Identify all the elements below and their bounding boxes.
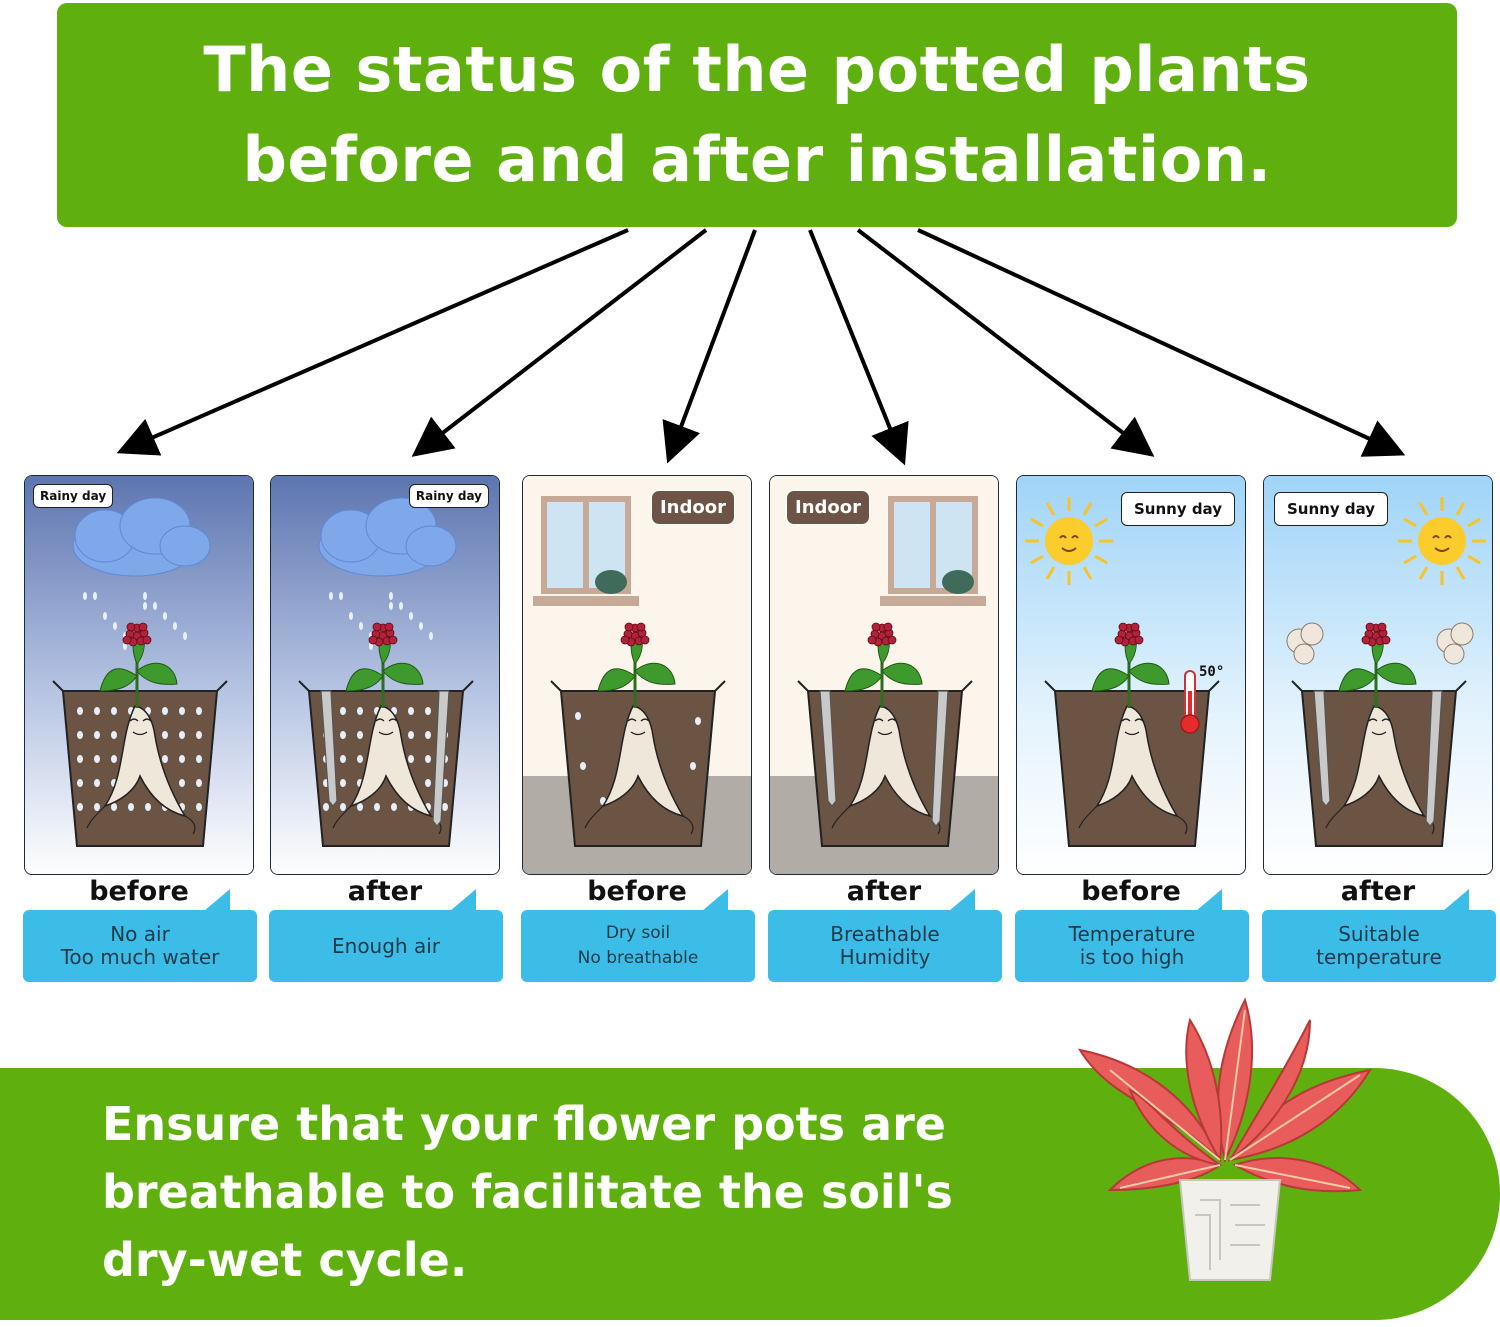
panel-scene <box>25 476 253 874</box>
caption-line: Breathable <box>830 922 940 946</box>
berries-icon <box>867 622 897 647</box>
ginseng-root-icon <box>584 705 694 835</box>
footer-text: Ensure that your flower pots are breatha… <box>102 1090 953 1294</box>
ginseng-root-icon <box>831 705 941 835</box>
plant-leaves-icon <box>1091 625 1170 708</box>
plant-leaves-icon <box>844 625 923 708</box>
state-label: before <box>89 876 189 907</box>
arrow-3 <box>662 229 757 464</box>
scene-panel: Indoor <box>769 475 999 875</box>
caption-bubble: Enough air <box>269 910 503 982</box>
potted-plant-icon <box>1077 997 1373 1281</box>
caption-line: Suitable <box>1338 922 1420 946</box>
window-icon <box>533 496 639 606</box>
panel-scene <box>1264 476 1492 874</box>
window-icon <box>880 496 986 606</box>
footer-line-3: dry-wet cycle. <box>102 1233 468 1287</box>
state-label: after <box>846 876 922 907</box>
plant-leaves-icon <box>1338 625 1417 708</box>
caption-line: temperature <box>1316 945 1442 969</box>
ginseng-root-icon <box>332 705 442 835</box>
scene-tag: Sunny day <box>1120 492 1235 526</box>
ginseng-root-icon <box>1078 705 1188 835</box>
rain-cloud-icon <box>318 497 457 577</box>
caption-line: No air <box>110 922 170 946</box>
pointer-arrows <box>116 228 1406 466</box>
plant-leaves-icon <box>597 625 676 708</box>
bubble-tail <box>1443 889 1469 911</box>
caption-line: No breathable <box>577 948 699 968</box>
caption-bubble: Dry soil No breathable <box>521 910 755 982</box>
plant-leaves-icon <box>99 625 178 708</box>
caption-line: Temperature <box>1068 922 1196 946</box>
caption-line: Too much water <box>60 945 220 969</box>
watering-stakes-icon <box>320 690 450 827</box>
state-label: before <box>587 876 687 907</box>
arrow-5 <box>856 228 1155 457</box>
scene-tag: Rainy day <box>33 484 114 508</box>
panel-scene <box>523 476 751 874</box>
thermometer-icon <box>1180 670 1200 734</box>
caption-line: Humidity <box>839 945 931 969</box>
berries-icon <box>368 622 398 647</box>
berries-icon <box>620 622 650 647</box>
state-label: after <box>347 876 423 907</box>
arrow-6 <box>917 228 1406 457</box>
scene-panel: Rainy day <box>270 475 500 875</box>
watering-stakes-icon <box>1313 690 1443 827</box>
bubble-tail <box>204 889 230 911</box>
footer-line-1: Ensure that your flower pots are <box>102 1097 946 1151</box>
state-label: before <box>1081 876 1181 907</box>
scene-tag: Indoor <box>650 490 735 525</box>
ginseng-root-icon <box>86 705 196 835</box>
panel-scene <box>271 476 499 874</box>
caption-line: Enough air <box>332 933 440 958</box>
watering-stakes-icon <box>819 690 949 827</box>
thermometer-label: 50° <box>1199 664 1224 680</box>
bubble-tail <box>1196 889 1222 911</box>
panel-scene: 50° <box>1017 476 1245 874</box>
berries-icon <box>122 622 152 647</box>
arrow-1 <box>116 228 629 456</box>
bubble-tail <box>702 889 728 911</box>
scene-panel: Rainy day <box>24 475 254 875</box>
scene-panel: Indoor <box>522 475 752 875</box>
berries-icon <box>1114 622 1144 647</box>
sun-icon <box>1025 497 1113 585</box>
steam-icon <box>1286 622 1474 665</box>
scene-tag: Indoor <box>786 490 871 525</box>
caption-line: is too high <box>1079 945 1185 969</box>
berries-icon <box>1361 622 1391 647</box>
footer-line-2: breathable to facilitate the soil's <box>102 1165 953 1219</box>
title-banner: The status of the potted plants before a… <box>57 3 1457 227</box>
title-line-2: before and after installation. <box>242 123 1272 196</box>
scene-tag: Rainy day <box>408 484 489 508</box>
sun-icon <box>1398 497 1486 585</box>
scene-tag: Sunny day <box>1274 492 1389 526</box>
scene-panel: 50° Sunny day <box>1016 475 1246 875</box>
arrow-4 <box>808 229 909 466</box>
rain-cloud-icon <box>72 497 211 577</box>
panel-scene <box>770 476 998 874</box>
ginseng-root-icon <box>1325 705 1435 835</box>
bubble-tail <box>450 889 476 911</box>
caption-line: Dry soil <box>605 923 671 943</box>
scene-panel: Sunny day <box>1263 475 1493 875</box>
title-line-1: The status of the potted plants <box>203 33 1311 106</box>
arrow-2 <box>411 228 708 457</box>
state-label: after <box>1340 876 1416 907</box>
bubble-tail <box>949 889 975 911</box>
